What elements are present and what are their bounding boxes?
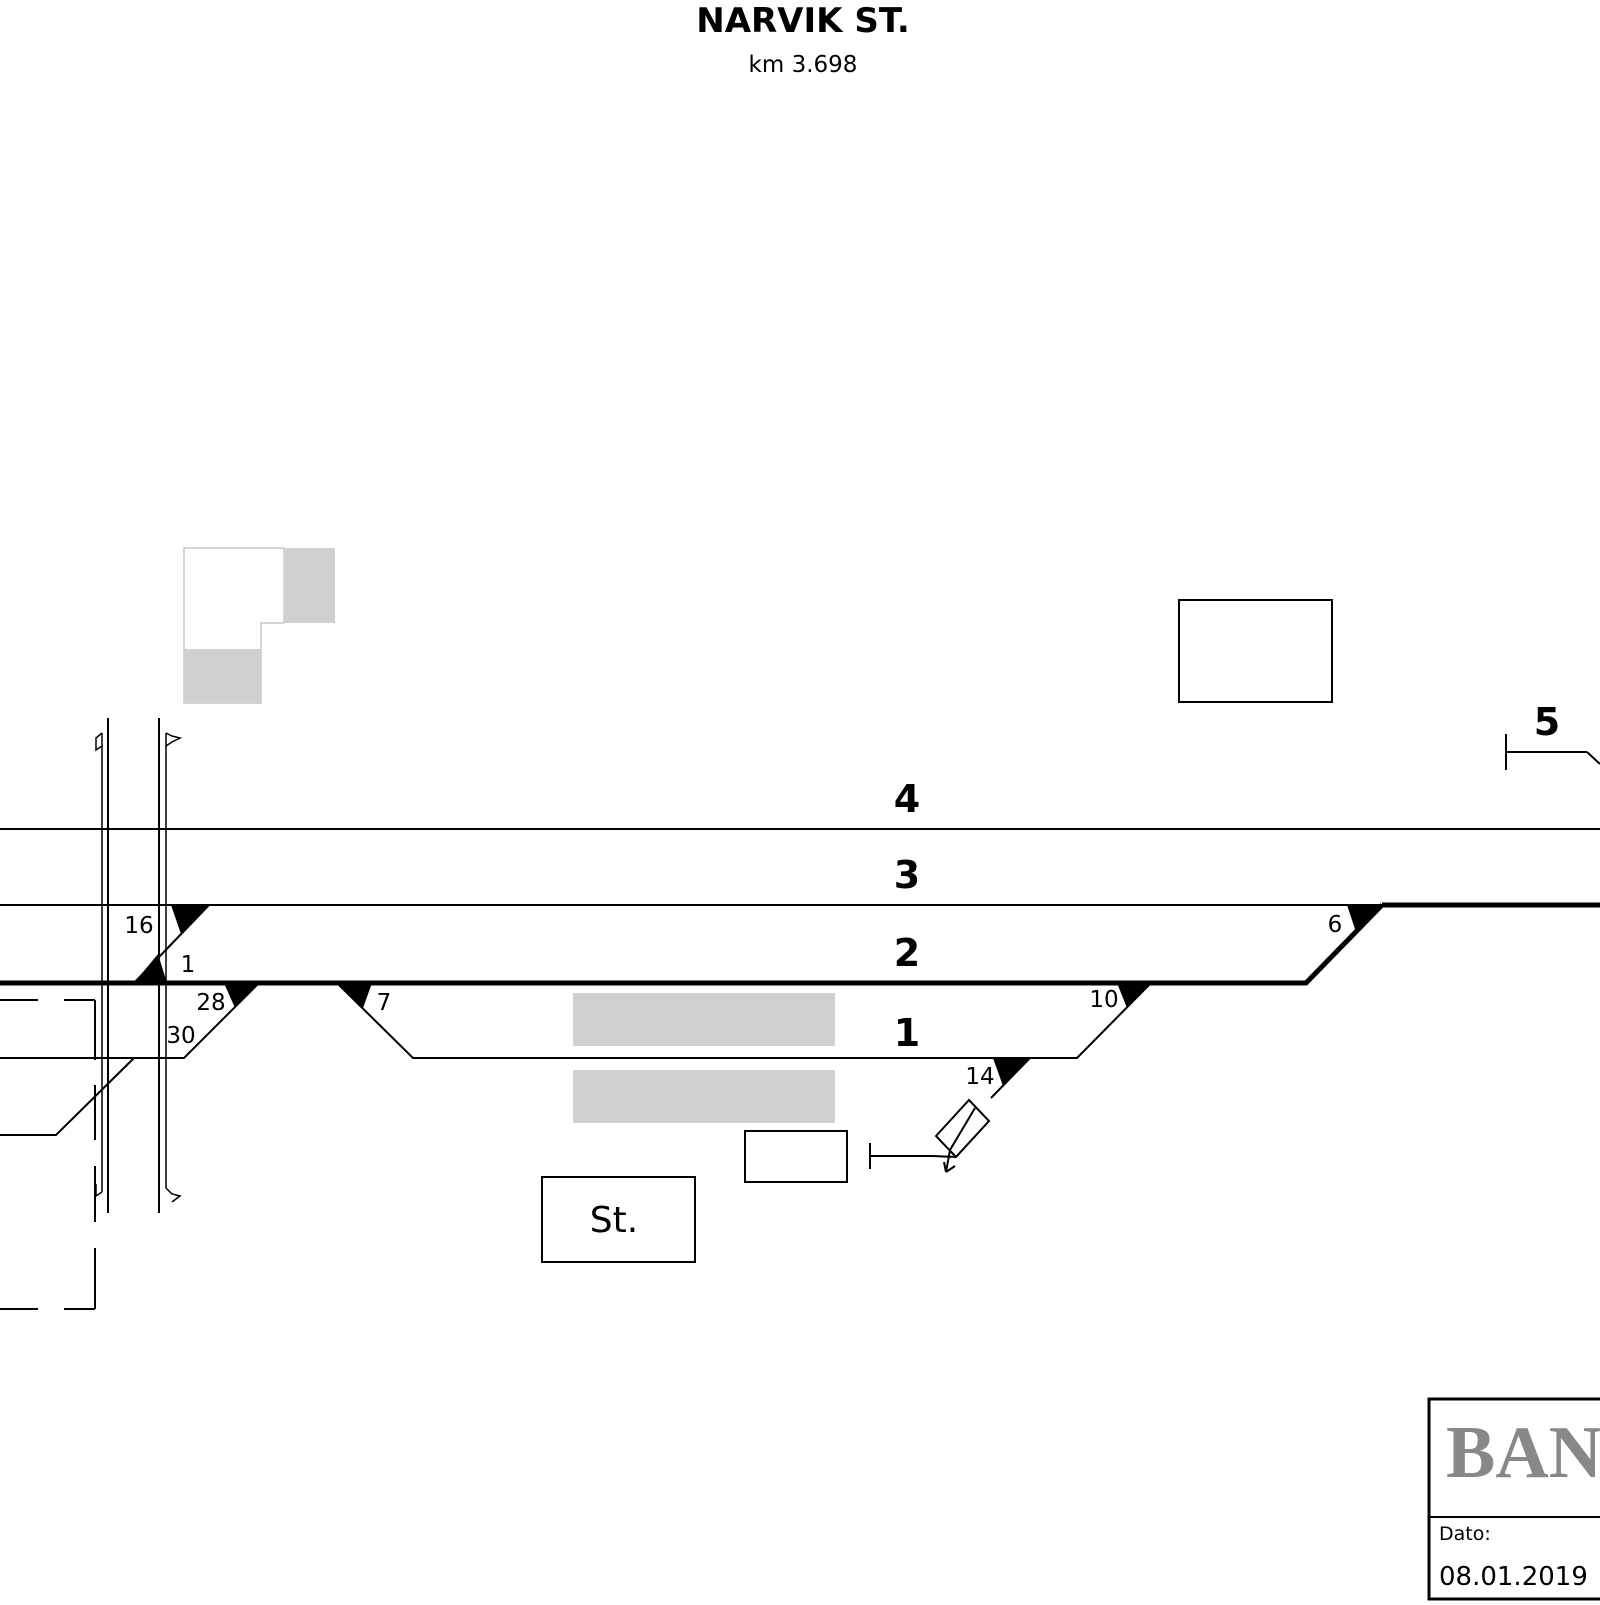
switch-10-label: 10 [1089, 987, 1118, 1013]
title-block: BAN Dato: 08.01.2019 [1427, 1397, 1600, 1601]
station-km: km 3.698 [749, 52, 858, 78]
track-2-line [133, 904, 1382, 984]
switch-6-label: 6 [1328, 912, 1343, 938]
switch-30-label: 30 [166, 1023, 195, 1049]
track-1-main [336, 982, 1152, 1059]
switch-markers [134, 905, 1382, 1086]
track-2-label: 2 [894, 931, 920, 975]
switch-7-marker [337, 983, 372, 1008]
building-upper-right [1178, 599, 1333, 703]
track-5 [1505, 734, 1600, 770]
track-4-label: 4 [894, 777, 920, 821]
track-3-label: 3 [894, 853, 920, 897]
platform-upper [573, 993, 835, 1046]
overpass [95, 718, 183, 1213]
switch-16-marker [171, 905, 209, 934]
station-building: St. [541, 1176, 696, 1263]
dashed-boundary [0, 999, 96, 1310]
small-building [744, 1130, 848, 1183]
switch-28-label: 28 [196, 990, 225, 1016]
switch-1-label: 1 [181, 952, 196, 978]
track-1-line [0, 982, 260, 1059]
switch-28-marker [224, 983, 259, 1008]
track-5-label: 5 [1534, 700, 1560, 744]
siding-lower-left [0, 1057, 135, 1136]
date-value: 08.01.2019 [1439, 1562, 1588, 1592]
track-2-connector [0, 903, 1384, 986]
station-name: NARVIK ST. [696, 1, 910, 41]
building-upper-left [183, 547, 335, 704]
platform-lower [573, 1070, 835, 1123]
switch-7-label: 7 [377, 990, 392, 1016]
switch-14-label: 14 [965, 1064, 994, 1090]
switch-6-marker [1347, 905, 1382, 932]
track-1-label: 1 [894, 1011, 920, 1055]
switch-16-label: 16 [124, 913, 153, 939]
switch-10-marker [1117, 983, 1151, 1008]
switch-14-marker [993, 1058, 1030, 1086]
switch-1-marker [134, 954, 167, 983]
logo-text: BAN [1446, 1412, 1600, 1494]
derail-symbol [931, 1098, 991, 1173]
station-building-label: St. [590, 1200, 638, 1241]
date-label: Dato: [1439, 1523, 1491, 1545]
